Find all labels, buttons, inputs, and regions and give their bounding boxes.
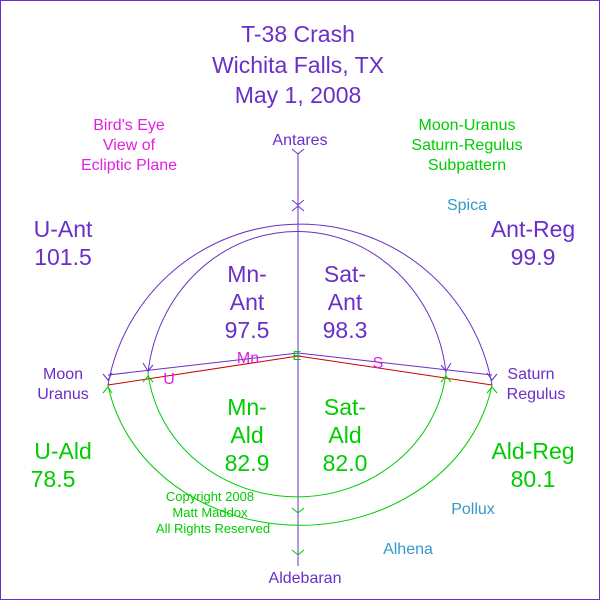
inner-purple-arc: [147, 231, 447, 374]
saturn-regulus-purple-line: [297, 352, 493, 376]
mn-ant-label-2: Ant: [230, 289, 265, 315]
birds-eye-line-3: Ecliptic Plane: [81, 157, 177, 174]
sat-ald-value: 82.0: [323, 450, 368, 476]
uranus-marker: U: [163, 371, 175, 388]
moon-marker: Mn: [237, 350, 259, 367]
moon-uranus-purple-line: [107, 352, 299, 376]
saturn-regulus-red-line: [297, 355, 493, 386]
title-line-1: T-38 Crash: [241, 21, 355, 47]
u-ant-label: U-Ant: [34, 216, 93, 242]
spica-label: Spica: [447, 197, 487, 214]
arrowheads: [102, 148, 498, 381]
mn-ald-value: 82.9: [225, 450, 270, 476]
saturn-label: Saturn: [507, 366, 554, 383]
copyright-line-2: Matt Maddox: [172, 505, 248, 520]
saturn-marker: S: [373, 355, 384, 372]
sat-ant-value: 98.3: [323, 317, 368, 343]
mn-ant-value: 97.5: [225, 317, 270, 343]
sat-ald-label-2: Ald: [328, 422, 361, 448]
ant-reg-label: Ant-Reg: [491, 216, 575, 242]
moon-label: Moon: [43, 366, 83, 383]
alhena-label: Alhena: [383, 541, 433, 558]
aldebaran-label: Aldebaran: [269, 570, 342, 587]
u-ald-value: 78.5: [31, 466, 76, 492]
pollux-label: Pollux: [451, 501, 495, 518]
moon-uranus-red-line: [107, 355, 299, 386]
ald-reg-value: 80.1: [511, 466, 556, 492]
antares-label: Antares: [272, 132, 327, 149]
mn-ant-label-1: Mn-: [227, 261, 267, 287]
sat-ant-label-2: Ant: [328, 289, 363, 315]
sat-ant-label-1: Sat-: [324, 261, 366, 287]
u-ald-label: U-Ald: [34, 438, 92, 464]
copyright-line-1: Copyright 2008: [166, 489, 254, 504]
subpattern-line-3: Subpattern: [428, 157, 506, 174]
birds-eye-line-1: Bird's Eye: [93, 117, 165, 134]
sat-ald-label-1: Sat-: [324, 394, 366, 420]
subpattern-line-1: Moon-Uranus: [419, 117, 516, 134]
outer-purple-arc: [107, 223, 493, 386]
ant-reg-value: 99.9: [511, 244, 556, 270]
mn-ald-label-2: Ald: [230, 422, 263, 448]
regulus-label: Regulus: [507, 386, 566, 403]
green-arrowheads: [102, 375, 498, 556]
outer-green-arc: [107, 384, 493, 526]
copyright-line-3: All Rights Reserved: [156, 521, 270, 536]
u-ant-value: 101.5: [34, 244, 92, 270]
ald-reg-label: Ald-Reg: [491, 438, 574, 464]
inner-green-arc: [147, 372, 447, 498]
birds-eye-line-2: View of: [103, 137, 156, 154]
uranus-label: Uranus: [37, 386, 89, 403]
title-line-3: May 1, 2008: [235, 82, 362, 108]
earth-marker: E: [293, 348, 302, 363]
mn-ald-label-1: Mn-: [227, 394, 267, 420]
subpattern-line-2: Saturn-Regulus: [411, 137, 522, 154]
title-line-2: Wichita Falls, TX: [212, 52, 384, 78]
